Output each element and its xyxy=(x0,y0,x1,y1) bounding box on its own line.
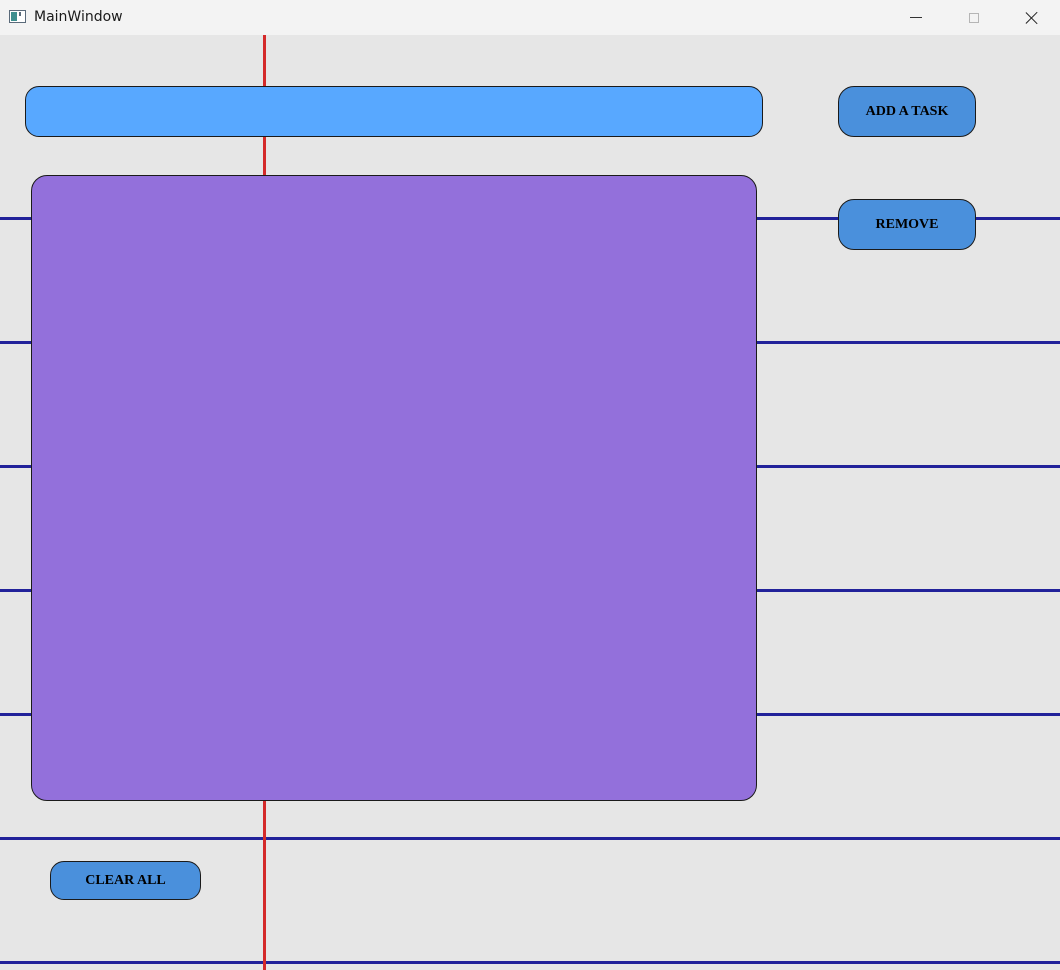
clear-all-button[interactable]: CLEAR ALL xyxy=(50,861,201,900)
maximize-icon xyxy=(969,12,979,23)
close-button[interactable] xyxy=(1003,0,1060,35)
title-bar: MainWindow xyxy=(0,0,1060,35)
maximize-button[interactable] xyxy=(945,0,1003,35)
task-input[interactable] xyxy=(25,86,763,137)
window-title: MainWindow xyxy=(34,9,123,25)
clear-all-label: CLEAR ALL xyxy=(85,872,166,888)
close-icon xyxy=(1025,11,1039,25)
add-task-label: ADD A TASK xyxy=(865,103,949,119)
app-window-icon xyxy=(9,10,26,23)
task-list[interactable] xyxy=(31,175,757,801)
add-task-button[interactable]: ADD A TASK xyxy=(838,86,976,137)
ruled-line xyxy=(0,961,1060,964)
remove-button[interactable]: REMOVE xyxy=(838,199,976,250)
minimize-icon xyxy=(910,17,922,18)
ruled-line xyxy=(0,837,1060,840)
minimize-button[interactable] xyxy=(887,0,945,35)
remove-label: REMOVE xyxy=(875,216,939,232)
